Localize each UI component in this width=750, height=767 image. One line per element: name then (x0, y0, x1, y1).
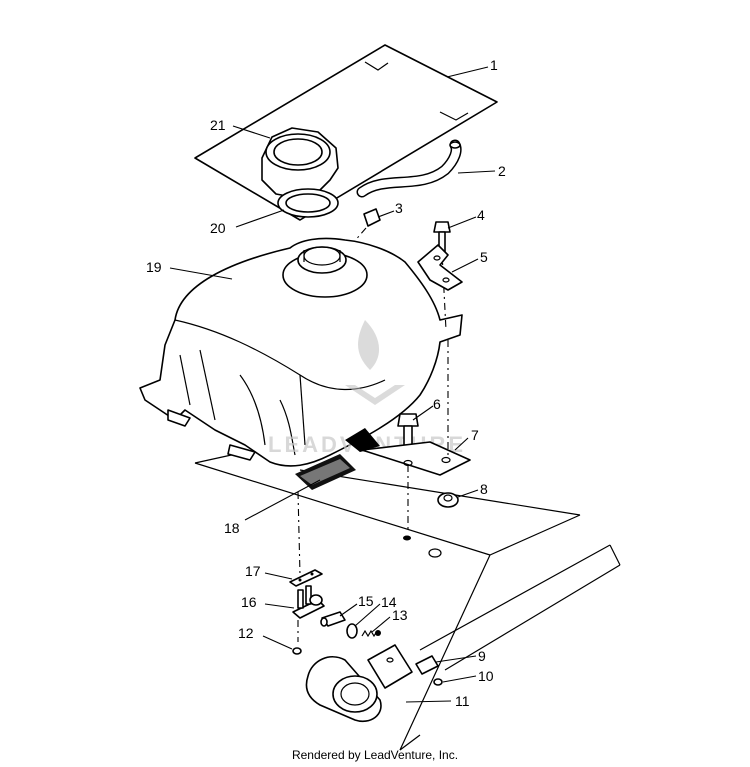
frame-rails (194, 451, 621, 751)
part-2-vent-hose (356, 139, 462, 198)
callout-20: 20 (210, 220, 226, 236)
callout-labels: 1 2 3 4 5 6 7 8 9 10 11 12 13 14 15 16 1… (146, 57, 506, 709)
part-15-nipple (320, 611, 346, 627)
callout-16: 16 (241, 594, 257, 610)
callout-8: 8 (480, 481, 488, 497)
part-16-petcock-valve (292, 585, 325, 642)
callout-15: 15 (358, 593, 374, 609)
callout-2: 2 (498, 163, 506, 179)
part-4-bolt (433, 221, 451, 331)
part-19-fuel-tank (139, 237, 463, 467)
part-13-spring (361, 629, 381, 638)
callout-12: 12 (238, 625, 254, 641)
callout-14: 14 (381, 594, 397, 610)
footer-credit: Rendered by LeadVenture, Inc. (291, 748, 459, 762)
part-8-nut (437, 492, 459, 508)
callout-6: 6 (433, 396, 441, 412)
callout-4: 4 (477, 207, 485, 223)
callout-1: 1 (490, 57, 498, 73)
part-11-knob (305, 644, 413, 722)
callout-3: 3 (395, 200, 403, 216)
callout-13: 13 (392, 607, 408, 623)
part-10-screw (433, 678, 443, 686)
part-14-spacer (346, 623, 358, 639)
callout-18: 18 (224, 520, 240, 536)
part-20-gasket (277, 188, 339, 218)
callout-9: 9 (478, 648, 486, 664)
part-18-pad (295, 454, 356, 576)
part-9-clip (415, 655, 439, 675)
part-6-bolt (397, 413, 419, 530)
part-17-plate (289, 569, 323, 587)
part-12-screw (292, 647, 302, 655)
part-21-fuel-cap (261, 127, 339, 199)
callout-11: 11 (455, 693, 470, 709)
callout-7: 7 (471, 427, 479, 443)
callout-10: 10 (478, 668, 494, 684)
callout-19: 19 (146, 259, 162, 275)
callout-21: 21 (210, 117, 226, 133)
part-7-mount-bracket (345, 340, 471, 476)
part-1-pad (194, 44, 498, 221)
callout-17: 17 (245, 563, 261, 579)
callout-5: 5 (480, 249, 488, 265)
leader-lines (169, 66, 496, 703)
part-5-bracket (417, 244, 463, 291)
